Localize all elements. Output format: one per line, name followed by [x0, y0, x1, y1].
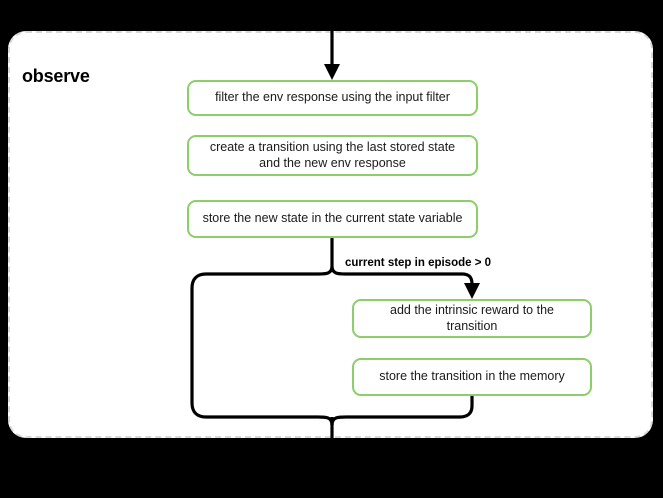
node-store-new-state[interactable]: store the new state in the current state…	[187, 200, 478, 238]
node-add-intrinsic-reward[interactable]: add the intrinsic reward to the transiti…	[352, 299, 592, 338]
edge-label-condition: current step in episode > 0	[345, 257, 492, 269]
node-store-transition-memory[interactable]: store the transition in the memory	[352, 358, 592, 396]
group-title-observe: observe	[22, 66, 90, 86]
node-filter-env-response[interactable]: filter the env response using the input …	[187, 80, 478, 116]
node-create-transition[interactable]: create a transition using the last store…	[187, 135, 478, 176]
